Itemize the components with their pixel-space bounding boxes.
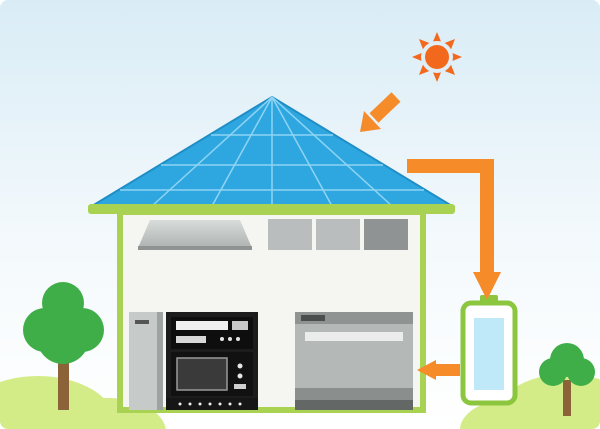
canopy-circle [37,312,89,364]
dishwasher-kickplate [295,400,413,410]
knob-dot [236,337,240,341]
right-tree [539,343,595,416]
energy-flow-arrows [360,92,501,380]
arrow-shaft [369,92,401,123]
microwave-button [234,384,246,389]
canopy-circle [539,358,567,386]
display-bar [176,321,228,330]
arrow-sun-to-roof-icon [360,92,401,132]
window-pane [364,219,408,250]
grid-line [271,96,393,207]
dot [188,402,192,406]
microwave-knob [237,373,243,379]
microwave-window [176,357,228,391]
solar-panel-roof [88,95,456,214]
arrow-shaft [407,159,494,274]
arrow-head [417,360,436,380]
house [117,209,426,413]
sun-icon [412,32,462,82]
sun-core [425,45,449,69]
dishwasher-control [301,315,325,321]
battery-cell [474,318,504,390]
dot [198,402,202,406]
second-floor-windows [268,219,408,250]
grid-line [271,96,333,207]
dot [218,402,222,406]
arrow-head [360,111,381,132]
microwave-knob [237,363,243,369]
solar-panel-grid [120,96,424,207]
kitchen-appliance-stack [129,312,258,410]
grid-line [151,96,273,207]
appliance-base [166,398,258,410]
window-pane [268,219,312,250]
dot [238,402,242,406]
canopy-circle [567,358,595,386]
tree-canopy [23,282,104,364]
tree-canopy [539,343,595,386]
display-button [232,321,248,330]
roof-eave [88,204,455,214]
dot [208,402,212,406]
vent-hood-base [138,246,252,250]
indicator-dots [178,402,242,406]
knob-dot [220,337,224,341]
tree-trunk [563,380,571,416]
cabinet-handle [135,320,149,324]
arrow-battery-to-appliances-icon [417,360,460,380]
window-pane [316,219,360,250]
tree-trunk [58,348,69,410]
dishwasher-handle [305,332,403,341]
knob-dot [228,337,232,341]
storage-battery [460,295,518,406]
arrow-head [473,272,501,300]
right-bush [460,374,600,429]
grid-line [211,96,273,207]
display-bar [176,336,206,343]
cabinet-shadow [157,312,163,410]
dot [178,402,182,406]
dot [228,402,232,406]
dishwasher-unit [295,312,413,410]
vent-hood [138,220,252,248]
left-tree [23,282,104,410]
bush-mound [460,400,556,429]
arrow-roof-to-battery-icon [407,159,501,300]
